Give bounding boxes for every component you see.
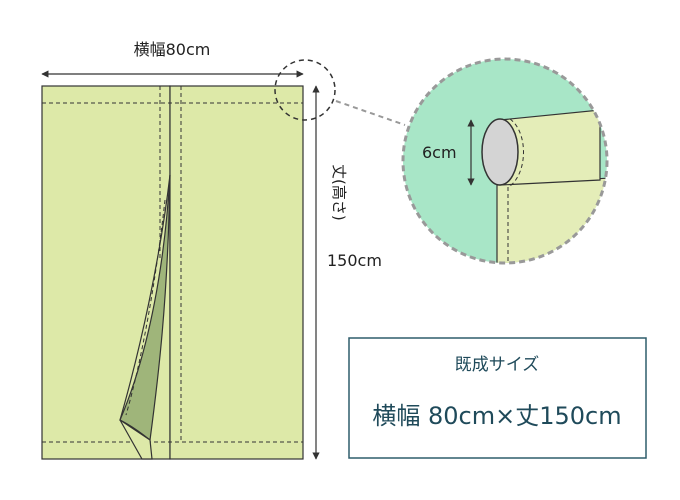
curtain-right-panel bbox=[169, 85, 304, 460]
detail-focus-circle bbox=[274, 59, 336, 121]
height-dimension-label-vertical: 丈(高さ) bbox=[330, 164, 348, 221]
rod-end bbox=[481, 118, 519, 186]
detail-connector-line bbox=[335, 100, 406, 126]
height-dimension-value: 150cm bbox=[327, 251, 382, 270]
size-info-text: 横幅 80cm×丈150cm bbox=[372, 402, 621, 430]
width-dimension-label: 横幅80cm bbox=[134, 40, 211, 59]
magnified-detail bbox=[401, 57, 609, 265]
size-info-box: 既成サイズ 横幅 80cm×丈150cm bbox=[348, 337, 647, 459]
curled-flap bbox=[119, 174, 171, 460]
rod-dimension-label: 6cm bbox=[422, 143, 457, 162]
size-info-title: 既成サイズ bbox=[455, 355, 540, 375]
